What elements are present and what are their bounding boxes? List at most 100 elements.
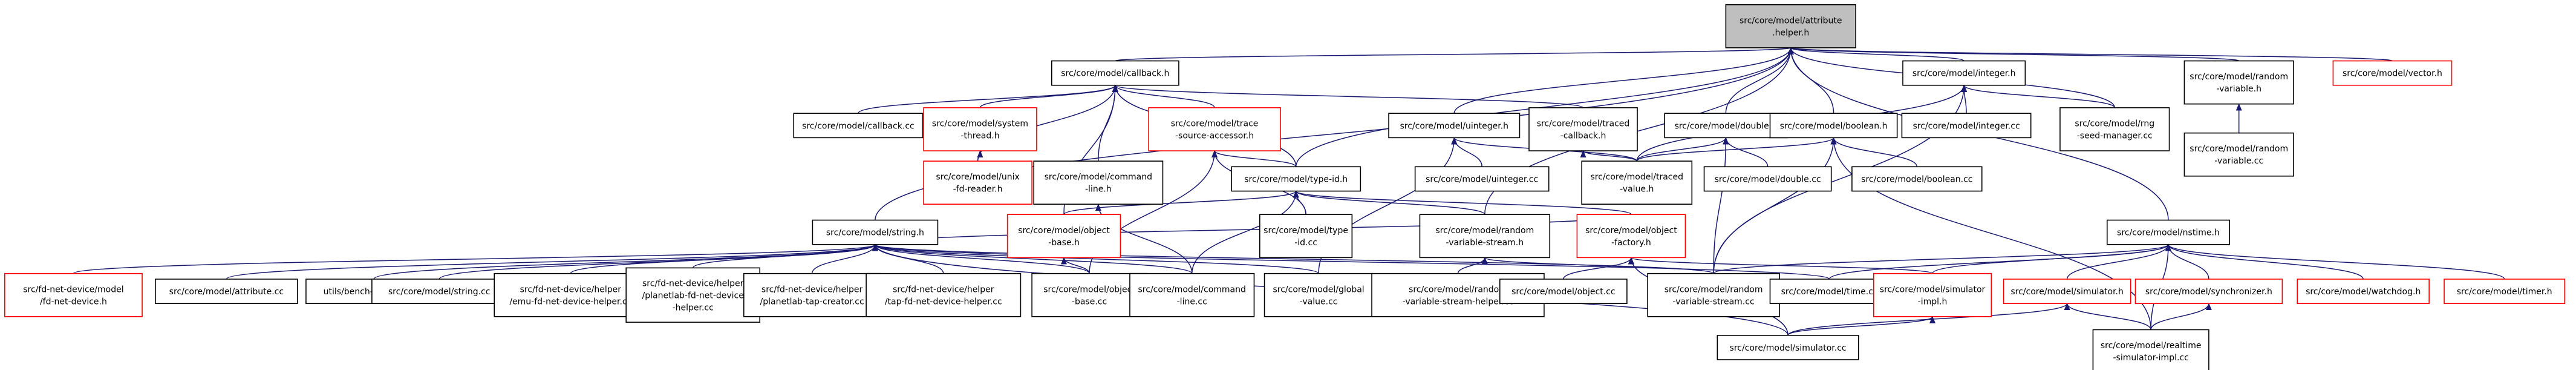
node-root[interactable]: src/core/model/attribute.helper.h — [1725, 4, 1856, 48]
node-type-id-h[interactable]: src/core/model/type-id.h — [1231, 166, 1361, 192]
node-label: src/core/model/traced — [1537, 119, 1630, 128]
node-label: /planetlab-fd-net-device — [642, 291, 744, 300]
node-string-h[interactable]: src/core/model/string.h — [812, 219, 939, 245]
node-integer-cc[interactable]: src/core/model/integer.cc — [1901, 113, 2032, 139]
node-system-thread-h[interactable]: src/core/model/system -thread.h — [923, 107, 1037, 151]
node-label: src/core/model/object — [1018, 226, 1110, 236]
edge-planetlab_helper_h-to-string_h — [692, 243, 878, 269]
node-box — [1031, 273, 1147, 317]
node-integer-h[interactable]: src/core/model/integer.h — [1902, 60, 2026, 86]
node-label: -helper.cc — [673, 303, 714, 312]
node-object-factory-h[interactable]: src/core/model/object-factory.h — [1576, 214, 1686, 259]
node-command-line-cc[interactable]: src/core/model/command-line.cc — [1129, 273, 1255, 317]
node-label: src/core/model/rng — [2075, 119, 2154, 128]
node-double-cc[interactable]: src/core/model/double.cc — [1703, 166, 1832, 192]
node-realtime-simulator-impl-cc[interactable]: src/core/model/realtime-simulator-impl.c… — [2092, 329, 2209, 370]
node-box — [1769, 279, 1890, 304]
edge-random_variable_h-to-root — [1788, 47, 2240, 62]
node-trace-source-accessor-h[interactable]: src/core/model/trace -source-accessor.h — [1148, 107, 1281, 151]
node-box — [1033, 160, 1164, 205]
node-label: src/core/model/timer.h — [2457, 287, 2552, 297]
node-box — [1414, 166, 1550, 192]
node-nstime-h[interactable]: src/core/model/nstime.h — [2106, 219, 2230, 245]
node-double-h[interactable]: src/core/model/double.h — [1664, 113, 1788, 139]
node-uinteger-cc[interactable]: src/core/model/uinteger.cc — [1414, 166, 1550, 192]
node-box — [371, 279, 507, 304]
node-box — [812, 219, 939, 245]
node-box — [1703, 166, 1832, 192]
node-box — [2106, 219, 2230, 245]
node-boolean-h[interactable]: src/core/model/boolean.h — [1769, 113, 1898, 139]
edge-simulator_h-to-nstime_h — [2066, 243, 2171, 280]
node-box — [1148, 107, 1281, 151]
node-label: src/core/model/simulator.h — [2010, 287, 2124, 297]
node-random-variable-stream-h[interactable]: src/core/model/random-variable-stream.h — [1419, 214, 1551, 259]
node-label: src/core/model/boolean.h — [1780, 121, 1888, 131]
edge-simulator_impl_h-to-nstime_h — [1932, 243, 2171, 274]
node-box — [2444, 279, 2566, 304]
node-emu-helper-cc[interactable]: src/fd-net-device/helper/emu-fd-net-devi… — [494, 273, 648, 317]
node-tap-helper-cc[interactable]: src/fd-net-device/helper/tap-fd-net-devi… — [866, 273, 1022, 317]
node-traced-callback-h[interactable]: src/core/model/traced-callback.h — [1528, 107, 1638, 151]
edge-timer_h-to-nstime_h — [2165, 243, 2505, 280]
node-box — [2297, 279, 2430, 304]
node-rng-seed-manager-cc[interactable]: src/core/model/rng-seed-manager.cc — [2059, 107, 2170, 151]
node-label: src/core/model/trace — [1171, 119, 1259, 128]
edge-object_base_cc-to-string_h — [872, 243, 1090, 274]
edge-realtime_simulator_impl_cc-to-simulator_h — [2064, 303, 2151, 330]
node-label: src/core/model/watchdog.h — [2306, 287, 2421, 297]
node-fd-net-device-h[interactable]: src/fd-net-device/model/fd-net-device.h — [4, 273, 143, 317]
node-timer-h[interactable]: src/core/model/timer.h — [2444, 279, 2566, 304]
node-simulator-impl-h[interactable]: src/core/model/simulator-impl.h — [1873, 273, 1992, 317]
node-type-id-cc[interactable]: src/core/model/type-id.cc — [1259, 214, 1353, 259]
node-label: src/core/model/random — [1409, 285, 1507, 294]
node-unix-fd-reader-h[interactable]: src/core/model/unix-fd-reader.h — [923, 160, 1032, 205]
node-object-base-cc[interactable]: src/core/model/object-base.cc — [1031, 273, 1147, 317]
node-label: -value.h — [1620, 185, 1654, 194]
node-box — [923, 107, 1037, 151]
node-label: src/core/model/realtime — [2101, 341, 2202, 351]
node-callback-h[interactable]: src/core/model/callback.h — [1051, 60, 1179, 86]
node-attribute-cc[interactable]: src/core/model/attribute.cc — [155, 279, 298, 304]
node-object-cc[interactable]: src/core/model/object.cc — [1499, 279, 1628, 304]
node-label: src/fd-net-device/helper — [893, 285, 994, 294]
node-uinteger-h[interactable]: src/core/model/uinteger.h — [1388, 113, 1521, 139]
node-label: -line.h — [1085, 185, 1112, 194]
node-planetlab-helper-h[interactable]: src/fd-net-device/helper/planetlab-fd-ne… — [625, 267, 761, 323]
node-watchdog-h[interactable]: src/core/model/watchdog.h — [2297, 279, 2430, 304]
node-label: -variable.cc — [2214, 156, 2263, 166]
node-random-variable-cc[interactable]: src/core/model/random-variable.cc — [2183, 132, 2294, 177]
node-planetlab-tap-creator-cc[interactable]: src/fd-net-device/helper/planetlab-tap-c… — [743, 273, 881, 317]
edge-trace_source_accessor_h-to-callback_h — [1112, 84, 1215, 108]
node-synchronizer-h[interactable]: src/core/model/synchronizer.h — [2134, 279, 2283, 304]
edge-integer_cc-to-integer_h — [1961, 84, 1968, 114]
node-label: -thread.h — [960, 131, 999, 140]
node-label: src/core/model/system — [932, 119, 1028, 128]
node-object-base-h[interactable]: src/core/model/object-base.h — [1006, 214, 1121, 259]
node-label: src/core/model/boolean.cc — [1861, 174, 1972, 184]
node-boolean-cc[interactable]: src/core/model/boolean.cc — [1851, 166, 1983, 192]
node-label: src/core/model/simulator.cc — [1730, 343, 1847, 353]
node-command-line-h[interactable]: src/core/model/command-line.h — [1033, 160, 1164, 205]
node-callback-cc[interactable]: src/core/model/callback.cc — [793, 113, 924, 139]
node-random-variable-h[interactable]: src/core/model/random-variable.h — [2183, 60, 2294, 105]
node-box — [743, 273, 881, 317]
node-label: -source-accessor.h — [1175, 131, 1254, 140]
node-label: src/core/model/callback.h — [1061, 69, 1169, 79]
node-simulator-h[interactable]: src/core/model/simulator.h — [2003, 279, 2131, 304]
node-vector-h[interactable]: src/core/model/vector.h — [2332, 60, 2453, 86]
node-random-variable-stream-cc[interactable]: src/core/model/random-variable-stream.cc — [1647, 273, 1780, 317]
node-label: src/core/model/simulator — [1880, 285, 1986, 294]
node-label: /planetlab-tap-creator.cc — [760, 297, 864, 306]
node-time-cc[interactable]: src/core/model/time.cc — [1769, 279, 1890, 304]
node-string-cc[interactable]: src/core/model/string.cc — [371, 279, 507, 304]
node-simulator-cc[interactable]: src/core/model/simulator.cc — [1717, 334, 1859, 360]
node-global-value-cc[interactable]: src/core/model/global-value.cc — [1264, 273, 1374, 317]
edge-double_cc-to-double_h — [1723, 137, 1769, 167]
node-box — [1259, 214, 1353, 259]
node-box — [1873, 273, 1992, 317]
node-traced-value-h[interactable]: src/core/model/traced-value.h — [1581, 160, 1693, 205]
node-box — [1902, 60, 2026, 86]
node-label: src/core/model/double.cc — [1715, 174, 1821, 184]
edge-simulator_impl_h-to-object_factory_h — [1628, 257, 1933, 274]
